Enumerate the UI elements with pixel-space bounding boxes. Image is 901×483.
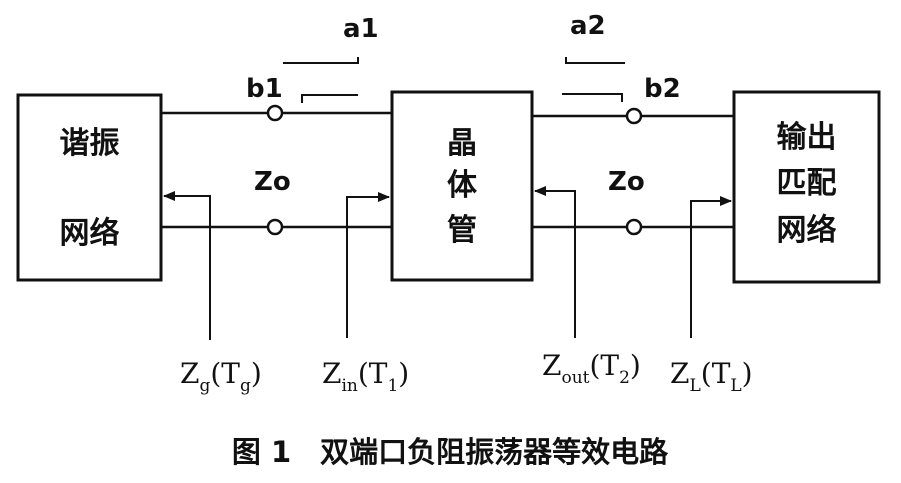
resonator-network-block: 谐振 网络	[16, 93, 163, 282]
label-b2: b2	[644, 74, 681, 104]
label-b1: b1	[246, 74, 283, 104]
wave-b2-symbol	[562, 93, 623, 102]
arrow-zin	[346, 192, 390, 338]
output-match-label-line3: 网络	[777, 213, 837, 248]
right-transmission-line	[532, 107, 734, 236]
transistor-label-line1: 晶	[447, 126, 477, 161]
terminal-b2-top	[625, 107, 643, 125]
wave-a1-symbol	[283, 57, 359, 64]
terminal-b1-bottom	[266, 218, 284, 236]
wave-b1-symbol	[301, 94, 358, 103]
transistor-label-line3: 管	[447, 213, 477, 248]
wave-a2-symbol	[565, 57, 625, 64]
label-zl: ZL(TL)	[670, 357, 753, 396]
label-a2: a2	[570, 11, 606, 41]
output-match-label-line2: 匹配	[777, 166, 837, 201]
arrow-zg	[163, 191, 211, 340]
transistor-label-line2: 体	[447, 168, 478, 203]
terminal-b1-top	[266, 104, 284, 122]
resonator-label-line2: 网络	[60, 216, 120, 251]
left-transmission-line	[161, 104, 392, 236]
terminal-b2-bottom	[625, 218, 643, 236]
transistor-block: 晶 体 管	[390, 90, 534, 282]
arrow-zout	[534, 186, 576, 338]
label-zo-right: Zo	[608, 167, 645, 197]
label-zin: Zin(T1)	[322, 357, 409, 396]
label-zg: Zg(Tg)	[180, 357, 262, 396]
resonator-label-line1: 谐振	[60, 126, 120, 161]
label-zout: Zout(T2)	[542, 349, 641, 388]
label-zo-left: Zo	[254, 167, 291, 197]
output-match-label-line1: 输出	[777, 120, 837, 155]
output-matching-network-block: 输出 匹配 网络	[732, 90, 881, 284]
arrow-zl	[690, 196, 732, 338]
label-a1: a1	[343, 14, 379, 44]
figure-caption: 图 1 双端口负阻振荡器等效电路	[232, 435, 669, 469]
